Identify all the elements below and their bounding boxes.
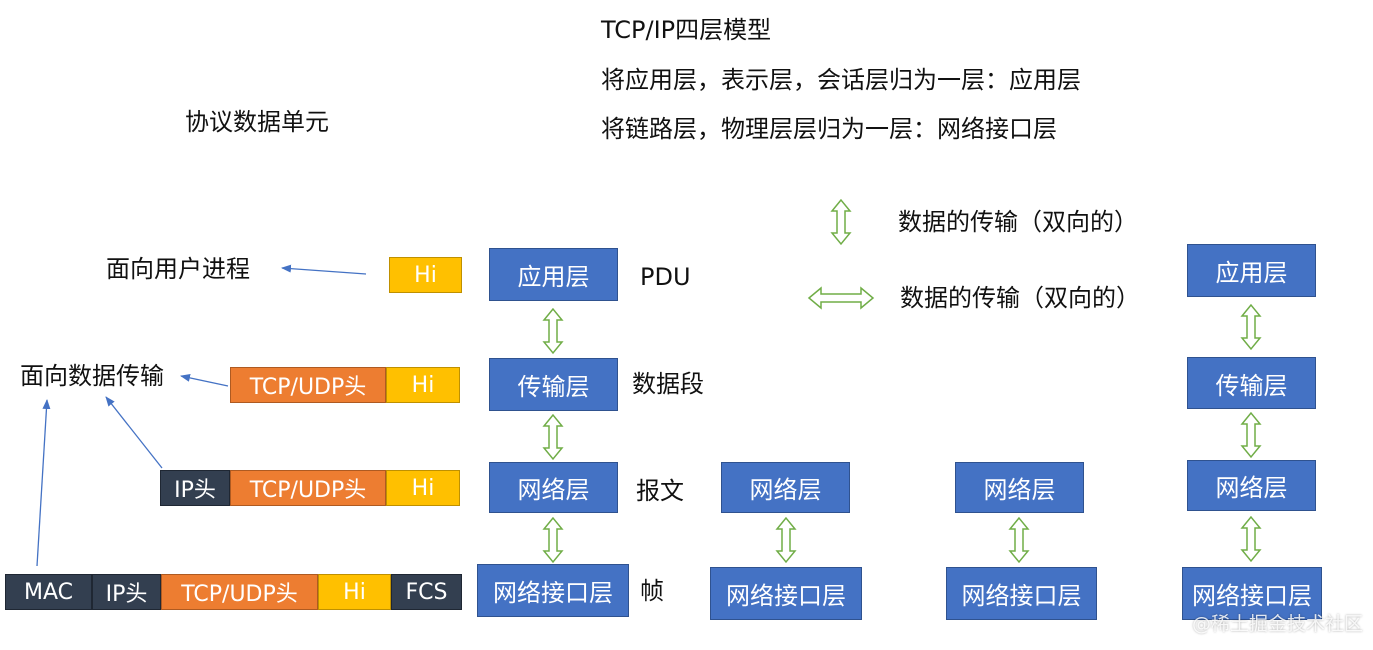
unit-packet: 报文 bbox=[636, 477, 684, 505]
packet-network-ip-header: IP头 bbox=[160, 470, 230, 506]
right-layer-application: 应用层 bbox=[1187, 244, 1316, 297]
legend-horizontal-double-arrow bbox=[808, 287, 874, 309]
legend-vertical-double-arrow bbox=[831, 199, 851, 245]
right-arrow-network-interface bbox=[1241, 516, 1261, 562]
router2-layer-network: 网络层 bbox=[955, 462, 1084, 513]
pdu-heading: 协议数据单元 bbox=[185, 108, 329, 136]
main-layer-application: 应用层 bbox=[489, 248, 618, 301]
arrow-network-to-data-transfer bbox=[105, 396, 163, 469]
right-layer-network: 网络层 bbox=[1187, 460, 1316, 511]
router2-layer-interface: 网络接口层 bbox=[946, 567, 1097, 620]
packet-transport-tcp-header: TCP/UDP头 bbox=[230, 367, 386, 403]
main-layer-network: 网络层 bbox=[489, 462, 618, 513]
legend-horizontal-label: 数据的传输（双向的） bbox=[900, 284, 1140, 312]
arrow-transport-to-data-transfer bbox=[180, 373, 229, 387]
right-arrow-transport-network bbox=[1241, 412, 1261, 458]
right-layer-transport: 传输层 bbox=[1187, 357, 1316, 409]
unit-frame: 帧 bbox=[640, 577, 664, 605]
packet-network-tcp-header: TCP/UDP头 bbox=[230, 470, 386, 506]
packet-frame-fcs: FCS bbox=[391, 574, 462, 610]
legend-vertical-label: 数据的传输（双向的） bbox=[898, 208, 1138, 236]
model-title: TCP/IP四层模型 bbox=[601, 16, 772, 44]
right-layer-interface: 网络接口层 bbox=[1182, 567, 1322, 620]
right-arrow-app-transport bbox=[1241, 304, 1261, 350]
unit-pdu: PDU bbox=[640, 263, 691, 291]
router1-layer-network: 网络层 bbox=[721, 462, 850, 513]
arrow-frame-to-data-transfer bbox=[36, 399, 51, 567]
packet-transport-hi: Hi bbox=[386, 367, 460, 403]
main-layer-interface: 网络接口层 bbox=[477, 564, 629, 617]
packet-network-hi: Hi bbox=[386, 470, 460, 506]
packet-frame-tcp-header: TCP/UDP头 bbox=[161, 574, 318, 610]
packet-frame-ip-header: IP头 bbox=[92, 574, 161, 610]
merge-note-interface: 将链路层，物理层层归为一层：网络接口层 bbox=[601, 115, 1057, 143]
main-arrow-transport-network bbox=[543, 414, 563, 460]
packet-frame-hi: Hi bbox=[318, 574, 391, 610]
main-arrow-network-interface bbox=[543, 517, 563, 563]
router2-arrow bbox=[1009, 517, 1029, 563]
target-data-transfer: 面向数据传输 bbox=[20, 362, 164, 390]
packet-frame-mac: MAC bbox=[5, 574, 92, 610]
main-arrow-app-transport bbox=[543, 308, 563, 354]
packet-app-hi: Hi bbox=[389, 257, 462, 293]
router1-layer-interface: 网络接口层 bbox=[710, 567, 862, 620]
router1-arrow bbox=[776, 517, 796, 563]
watermark: @稀土掘金技术社区 bbox=[1192, 613, 1364, 635]
arrow-to-user-process bbox=[281, 264, 367, 275]
target-user-process: 面向用户进程 bbox=[106, 255, 250, 283]
main-layer-transport: 传输层 bbox=[489, 358, 618, 411]
merge-note-application: 将应用层，表示层，会话层归为一层：应用层 bbox=[601, 66, 1081, 94]
unit-segment: 数据段 bbox=[632, 370, 704, 398]
